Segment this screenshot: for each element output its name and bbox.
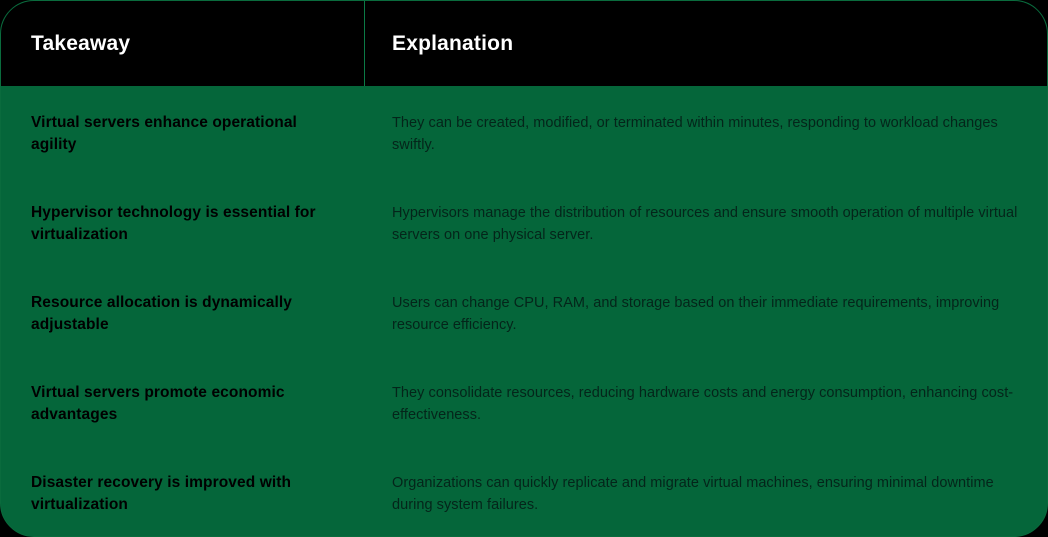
cell-explanation: Hypervisors manage the distribution of r… [364,176,1047,247]
takeaway-text: Virtual servers promote economic advanta… [31,384,285,423]
table-row: Virtual servers promote economic advanta… [1,356,1047,446]
table-row: Virtual servers enhance operational agil… [1,86,1047,176]
cell-takeaway: Hypervisor technology is essential for v… [1,176,364,246]
takeaway-text: Virtual servers enhance operational agil… [31,114,297,153]
cell-explanation: Users can change CPU, RAM, and storage b… [364,266,1047,337]
cell-takeaway: Resource allocation is dynamically adjus… [1,266,364,336]
explanation-text: Hypervisors manage the distribution of r… [392,205,1018,243]
column-header-takeaway: Takeaway [31,31,131,55]
column-header-explanation: Explanation [392,31,514,55]
cell-takeaway: Virtual servers enhance operational agil… [1,86,364,156]
table-row: Resource allocation is dynamically adjus… [1,266,1047,356]
cell-explanation: They consolidate resources, reducing har… [364,356,1047,427]
table-header-row: Takeaway Explanation [1,1,1047,86]
table-body: Virtual servers enhance operational agil… [1,86,1047,536]
cell-takeaway: Disaster recovery is improved with virtu… [1,446,364,516]
explanation-text: Users can change CPU, RAM, and storage b… [392,295,1000,333]
explanation-text: They consolidate resources, reducing har… [392,385,1014,423]
cell-takeaway: Virtual servers promote economic advanta… [1,356,364,426]
takeaway-text: Hypervisor technology is essential for v… [31,204,316,243]
explanation-text: They can be created, modified, or termin… [392,115,998,153]
cell-explanation: They can be created, modified, or termin… [364,86,1047,157]
takeaway-text: Disaster recovery is improved with virtu… [31,474,292,513]
cell-explanation: Organizations can quickly replicate and … [364,446,1047,517]
explanation-text: Organizations can quickly replicate and … [392,475,994,513]
takeaway-text: Resource allocation is dynamically adjus… [31,294,292,333]
table-row: Hypervisor technology is essential for v… [1,176,1047,266]
table-row: Disaster recovery is improved with virtu… [1,446,1047,536]
